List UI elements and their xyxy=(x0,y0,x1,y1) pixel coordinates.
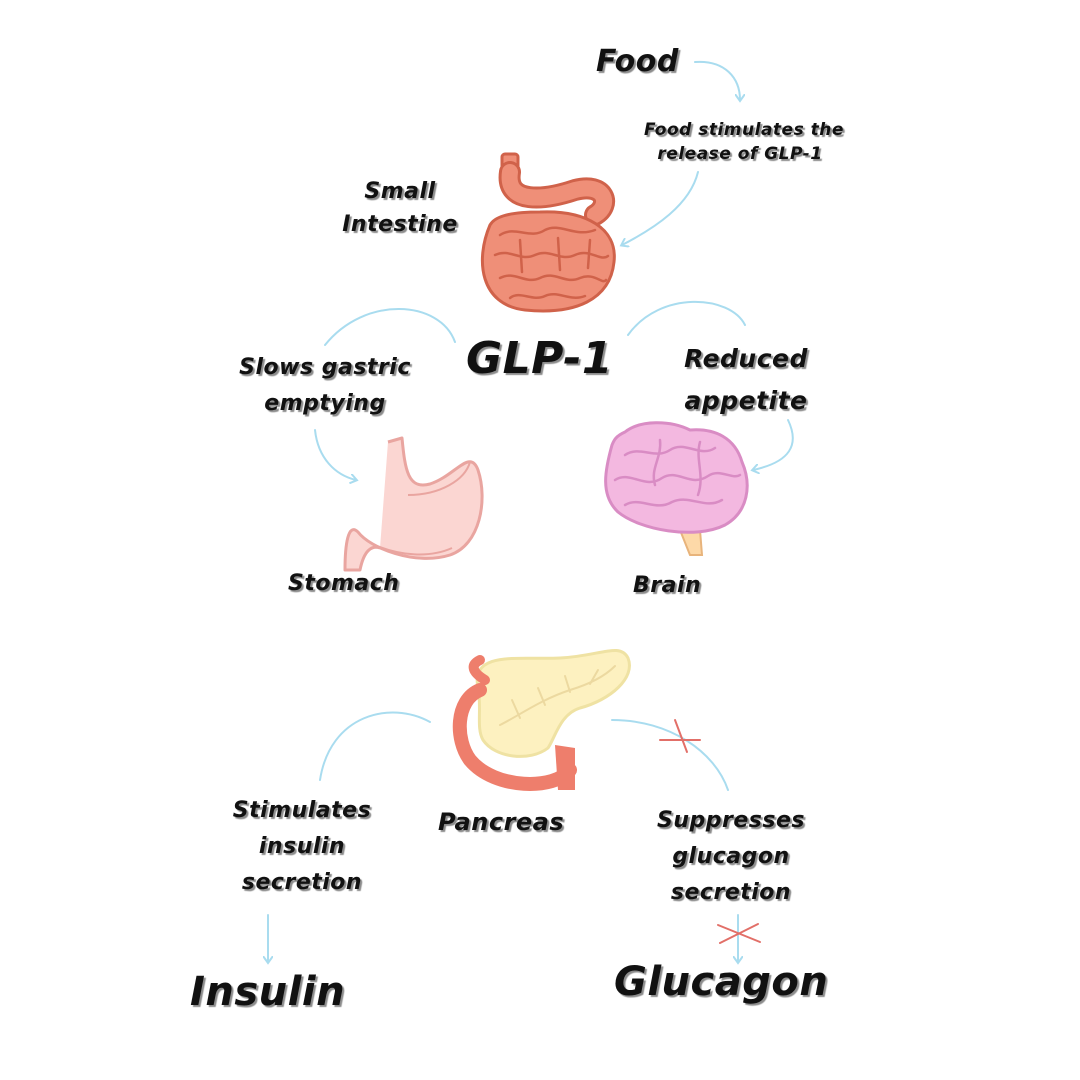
suppresses-glucagon-label: Suppresses glucagon secretion xyxy=(641,803,821,911)
label-line: Intestine xyxy=(342,212,458,237)
label-line: secretion xyxy=(241,870,363,895)
brain-label: Brain xyxy=(633,573,702,598)
small-intestine-icon xyxy=(480,152,616,313)
stimulates-insulin-label: Stimulates insulin secretion xyxy=(218,793,386,901)
arrow-pancreas-left xyxy=(319,711,431,781)
label-line: insulin xyxy=(258,834,346,859)
arrow-to-intestine xyxy=(622,171,699,245)
pancreas-label: Pancreas xyxy=(438,808,565,836)
insulin-label: Insulin xyxy=(190,969,346,1015)
arrow-to-brain xyxy=(753,419,794,470)
glp1-label: GLP-1 xyxy=(466,333,614,384)
stomach-icon xyxy=(343,436,484,572)
label-line: secretion xyxy=(670,880,792,905)
arrow-right-arc xyxy=(627,300,746,336)
label-line: Suppresses xyxy=(657,808,805,833)
small-intestine-label: Small Intestine xyxy=(338,175,462,241)
label-line: Small xyxy=(364,179,436,204)
arrow-left-arc xyxy=(324,308,456,346)
arrow-to-stomach xyxy=(314,429,356,480)
food-label: Food xyxy=(596,44,679,79)
pancreas-icon xyxy=(452,649,631,791)
stomach-label: Stomach xyxy=(288,571,400,596)
note-line: Food stimulates the xyxy=(644,120,844,140)
arrow-pancreas-right xyxy=(611,719,729,791)
reduced-appetite-label: Reduced appetite xyxy=(676,338,816,422)
cross-icon xyxy=(717,923,761,944)
slows-gastric-label: Slows gastric emptying xyxy=(230,350,420,422)
cross-icon xyxy=(659,719,701,753)
label-line: glucagon xyxy=(672,844,790,869)
brain-icon xyxy=(604,421,749,556)
arrow-food xyxy=(694,60,740,100)
note-line: release of GLP-1 xyxy=(657,144,823,164)
label-line: Slows gastric xyxy=(239,355,411,380)
label-line: Reduced xyxy=(684,344,808,373)
label-line: Stimulates xyxy=(232,798,372,823)
food-stimulates-note: Food stimulates the release of GLP-1 xyxy=(644,118,844,166)
glucagon-label: Glucagon xyxy=(614,959,829,1005)
label-line: emptying xyxy=(264,391,386,416)
label-line: appetite xyxy=(684,386,808,415)
